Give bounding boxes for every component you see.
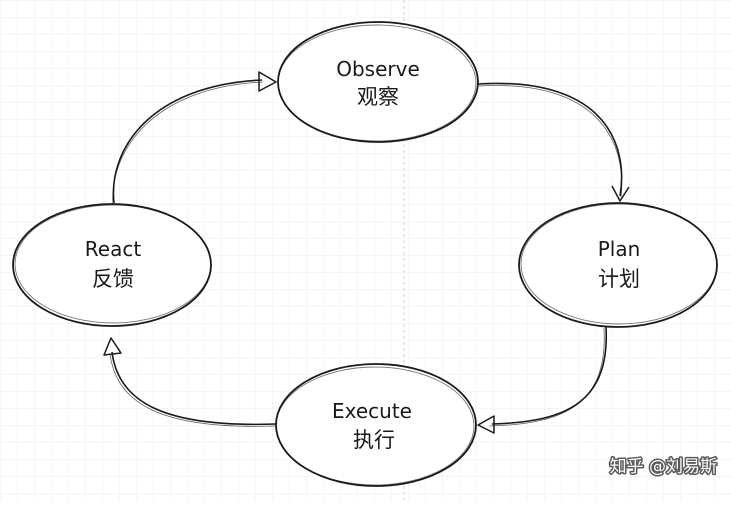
- node-react-label-zh: 反馈: [92, 267, 134, 291]
- node-execute: Execute 执行: [275, 363, 477, 487]
- arrowhead-icon: [103, 337, 122, 356]
- arrow-react-to-observe: [112, 71, 277, 206]
- node-observe: Observe 观察: [277, 21, 479, 143]
- node-react: React 反馈: [12, 203, 212, 327]
- node-execute-label-en: Execute: [332, 399, 412, 423]
- node-observe-label-zh: 观察: [357, 85, 399, 109]
- node-plan-label-zh: 计划: [598, 267, 640, 291]
- node-observe-ellipse: [277, 21, 479, 143]
- watermark-text: 知乎 @刘易斯: [610, 457, 717, 477]
- arrowhead-icon: [258, 71, 277, 92]
- arrow-observe-to-plan: [477, 82, 630, 202]
- node-plan-label-en: Plan: [598, 237, 641, 261]
- arrow-execute-to-react: [103, 337, 277, 427]
- node-execute-label-zh: 执行: [353, 428, 395, 452]
- node-plan-ellipse: [518, 202, 718, 328]
- node-plan: Plan 计划: [518, 202, 718, 328]
- node-react-label-en: React: [85, 237, 142, 261]
- node-execute-ellipse: [275, 363, 477, 487]
- node-observe-label-en: Observe: [336, 57, 420, 81]
- arrow-plan-to-execute: [477, 325, 608, 434]
- arrowhead-icon: [611, 185, 630, 202]
- node-react-ellipse: [12, 203, 212, 327]
- arrowhead-icon: [477, 415, 495, 434]
